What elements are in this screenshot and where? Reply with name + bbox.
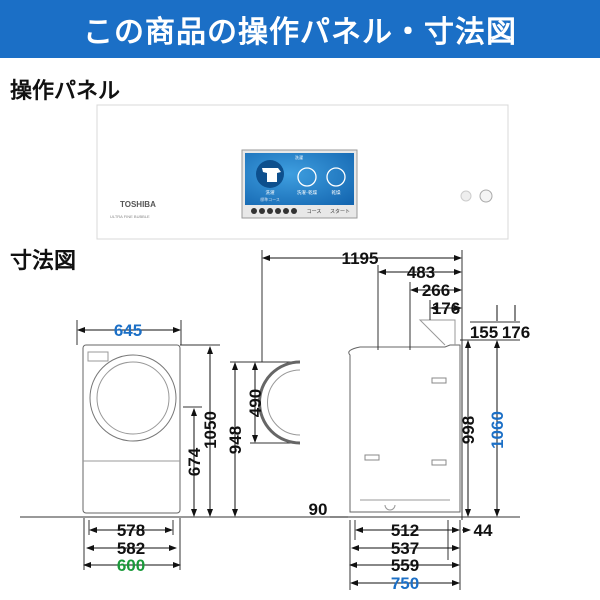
dim-998: 998 <box>459 416 478 444</box>
control-panel: TOSHIBA ULTRA FINE BUBBLE 洗濯 洗濯 標準コース 洗濯… <box>96 104 509 240</box>
page-header: この商品の操作パネル・寸法図 <box>0 0 600 58</box>
dim-600: 600 <box>117 556 145 575</box>
dim-559: 559 <box>391 556 419 575</box>
course-label: 標準コース <box>260 196 280 202</box>
brand-logo: TOSHIBA <box>120 200 156 209</box>
dim-537: 537 <box>391 539 419 558</box>
shirt-icon <box>262 168 281 182</box>
tagline: ULTRA FINE BUBBLE <box>110 214 150 219</box>
power-button[interactable] <box>460 190 472 202</box>
dim-645: 645 <box>114 321 142 340</box>
start-pause-button[interactable] <box>479 189 493 203</box>
course-button[interactable]: コース <box>307 209 322 215</box>
screen-title: 洗濯 <box>295 154 303 160</box>
dim-155: 155 <box>470 323 498 342</box>
panel-section-title: 操作パネル <box>10 78 121 103</box>
dim-1050: 1050 <box>201 411 220 449</box>
dim-176: 176 <box>432 299 460 318</box>
dim-512: 512 <box>391 521 419 540</box>
mode-wash-dry[interactable]: 洗濯･乾燥 <box>297 189 318 196</box>
dimension-section-title: 寸法図 <box>10 248 77 273</box>
dim-578: 578 <box>117 521 145 540</box>
dry-icon[interactable] <box>326 167 346 187</box>
dim-176-height: 176 <box>502 323 530 342</box>
side-view <box>348 344 461 513</box>
wash-dry-icon[interactable] <box>297 167 317 187</box>
dim-948: 948 <box>226 426 245 454</box>
dim-490: 490 <box>246 389 265 417</box>
mode-wash[interactable]: 洗濯 <box>266 189 275 196</box>
dim-674: 674 <box>185 447 204 476</box>
dim-483: 483 <box>407 263 435 282</box>
dim-1195: 1195 <box>342 249 379 268</box>
door-view <box>258 360 301 445</box>
start-button[interactable]: スタート <box>330 208 350 215</box>
mode-dry[interactable]: 乾燥 <box>332 189 341 196</box>
front-view <box>82 344 181 514</box>
dim-44: 44 <box>474 521 493 540</box>
dim-582: 582 <box>117 539 145 558</box>
dim-750: 750 <box>391 574 419 593</box>
dim-90: 90 <box>309 500 328 519</box>
dim-266: 266 <box>422 281 450 300</box>
dim-1060: 1060 <box>488 411 507 449</box>
